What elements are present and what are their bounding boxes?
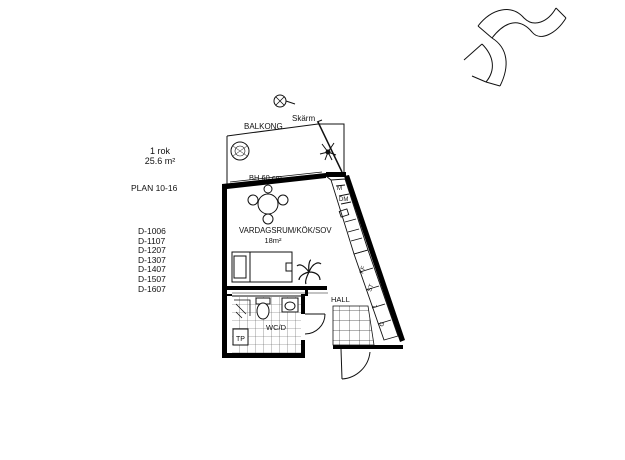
shower-icon xyxy=(234,299,251,319)
dining-table-icon xyxy=(247,184,289,225)
entrance-door xyxy=(340,348,371,380)
bh-label: BH 60 cm xyxy=(249,173,282,182)
hall-wardrobes xyxy=(353,249,399,341)
unit-number: D-1006 xyxy=(138,226,166,236)
bed-icon xyxy=(231,251,293,283)
unit-number: D-1607 xyxy=(138,283,166,294)
hall-mark-l: L xyxy=(372,303,379,309)
living-room-label: VARDAGSRUM/KÖK/SOV xyxy=(239,226,332,235)
hall-entrance-floor xyxy=(332,305,375,346)
balcony-table-icon xyxy=(230,141,250,161)
tp-label: TP xyxy=(236,336,245,343)
hall-mark-g: G xyxy=(379,321,386,328)
compass-icon xyxy=(273,94,296,108)
hall-mark-st: ST xyxy=(367,283,375,292)
sink-icon xyxy=(281,297,299,313)
landscape-path xyxy=(463,7,567,87)
bathroom-door xyxy=(304,313,326,335)
balcony-label: BALKONG xyxy=(244,122,283,131)
plan-label: PLAN 10-16 xyxy=(131,183,178,193)
hall-mark-kf: KF xyxy=(359,265,367,274)
kitchen-mark-dm: DM xyxy=(339,197,348,203)
plant-icon xyxy=(319,142,337,161)
wc-label: WC/D xyxy=(266,323,287,332)
exterior-walls xyxy=(222,172,405,358)
unit-number: D-1507 xyxy=(138,273,166,284)
screen-label: Skärm xyxy=(292,114,315,123)
unit-number: D-1307 xyxy=(138,254,166,265)
apartment-area: 25.6 m² xyxy=(144,156,176,166)
hall-label: HALL xyxy=(331,295,350,304)
room-count: 1 rok xyxy=(149,146,170,156)
unit-number: D-1107 xyxy=(138,235,166,246)
tp-box xyxy=(232,328,249,346)
unit-number: D-1407 xyxy=(138,264,166,275)
palm-plant-icon xyxy=(296,259,322,285)
living-room-area: 18m² xyxy=(264,236,282,245)
kitchen-mark-m: M xyxy=(337,186,342,192)
unit-number: D-1207 xyxy=(138,245,166,256)
toilet-icon xyxy=(255,297,271,320)
